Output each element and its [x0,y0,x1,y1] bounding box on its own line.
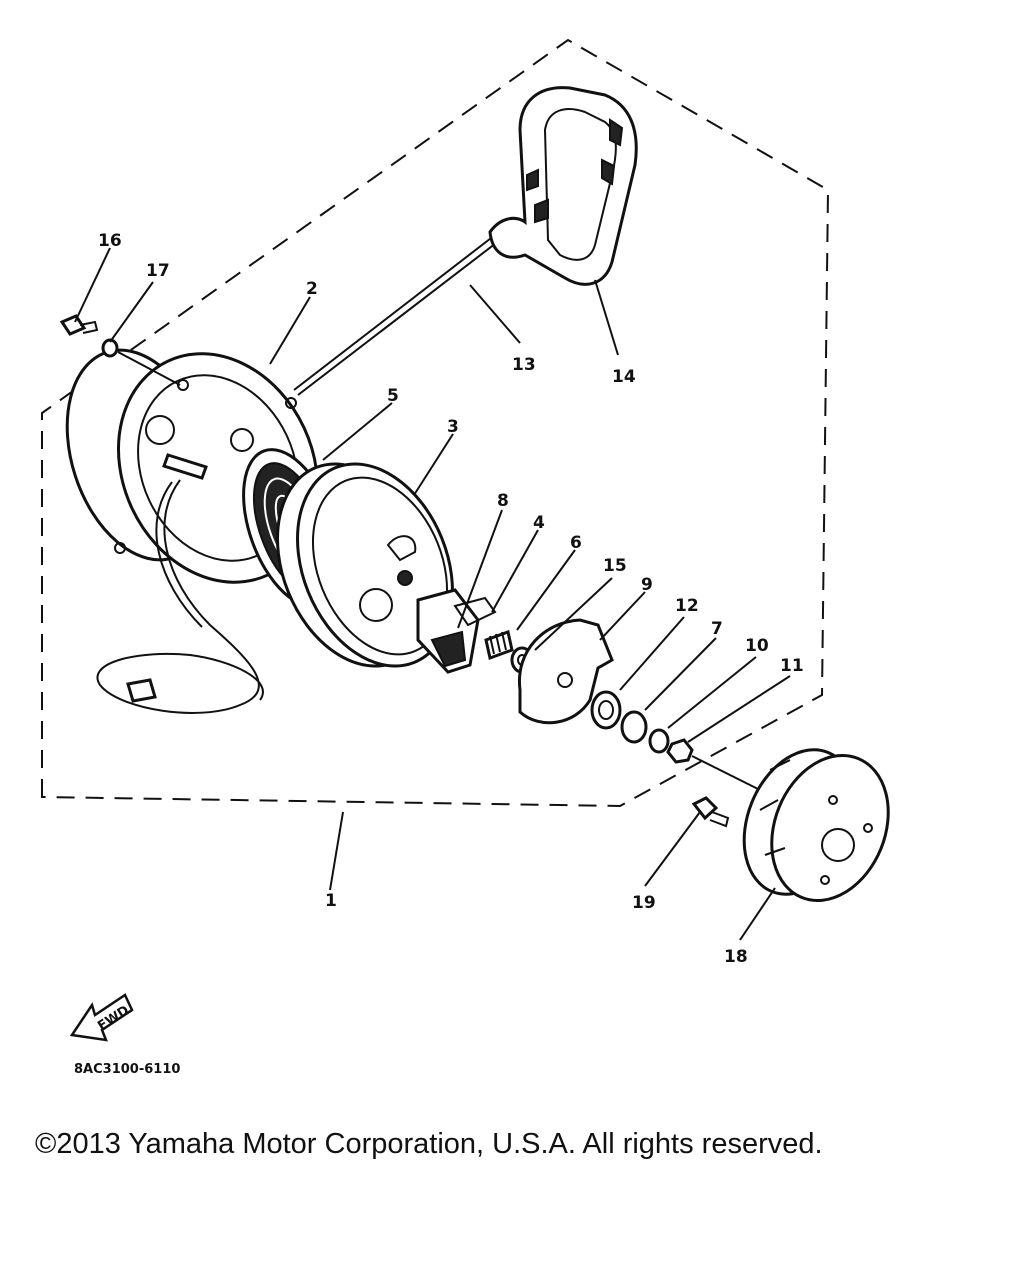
label-part-7: 7 [711,619,723,639]
label-part-14: 14 [612,367,636,387]
washer-7 [620,710,648,744]
label-part-8: 8 [497,491,509,511]
label-part-2: 2 [306,279,318,299]
rope-coil [96,479,264,714]
label-part-4: 4 [533,513,545,533]
label-part-10: 10 [745,636,769,656]
starter-rope [297,239,501,396]
diagram-code: 8AC3100-6110 [74,1062,180,1077]
label-part-13: 13 [512,355,536,375]
label-part-12: 12 [675,596,699,616]
label-part-15: 15 [603,556,627,576]
starter-pulley-cup [742,748,890,903]
friction-plate [517,618,614,725]
bolt-axis-line [117,351,181,386]
nut-11 [666,738,694,764]
spring-washer-10 [648,728,670,754]
label-part-19: 19 [632,893,656,913]
label-part-6: 6 [570,533,582,553]
label-part-17: 17 [146,261,170,281]
pawl-spring [484,630,514,660]
label-part-18: 18 [724,947,748,967]
label-part-9: 9 [641,575,653,595]
leader-lines [74,247,791,941]
forward-direction-arrow: FWD [69,993,134,1042]
label-part-5: 5 [387,386,399,406]
label-part-1: 1 [325,891,337,911]
drive-pulley [276,462,454,668]
label-part-16: 16 [98,231,122,251]
assembly-boundary [41,38,830,808]
washer-17 [101,338,119,358]
starter-rope-edge [293,234,496,391]
copyright-notice: ©2013 Yamaha Motor Corporation, U.S.A. A… [35,1128,823,1160]
starter-handle [488,86,638,286]
ratchet-pawl [416,588,497,674]
assembly-axis [691,755,761,791]
bolt-19 [691,796,730,828]
label-part-3: 3 [447,417,459,437]
washer-12 [590,690,622,730]
bolt-16 [59,314,99,336]
label-part-11: 11 [780,656,804,676]
